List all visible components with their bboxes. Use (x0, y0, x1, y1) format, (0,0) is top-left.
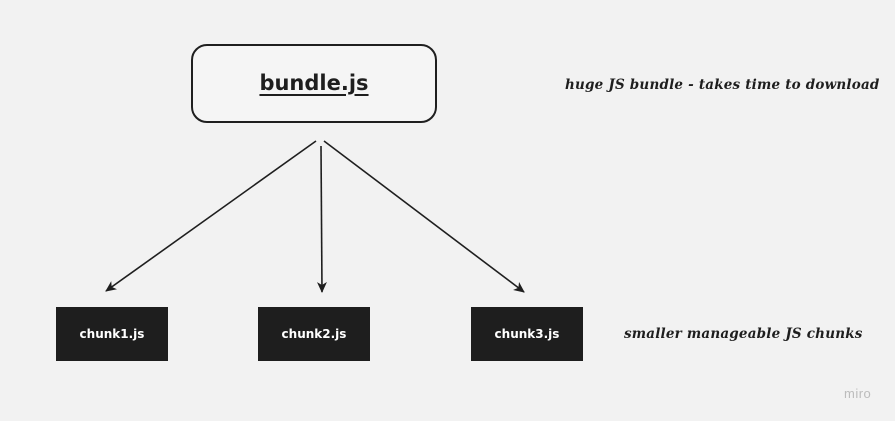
bundle-node[interactable]: bundle.js (191, 44, 437, 123)
arrow-to-chunk2 (316, 145, 327, 293)
chunk-node-1[interactable]: chunk1.js (56, 307, 168, 361)
bundle-label: bundle.js (259, 70, 369, 95)
chunk-label-3: chunk3.js (494, 327, 560, 341)
miro-watermark: miro (844, 386, 872, 401)
arrow-to-chunk1 (105, 140, 317, 292)
chunk-label-1: chunk1.js (79, 327, 145, 341)
chunk-node-3[interactable]: chunk3.js (471, 307, 583, 361)
chunk-label-2: chunk2.js (281, 327, 347, 341)
chunks-annotation: smaller manageable JS chunks (624, 326, 863, 342)
chunk-node-2[interactable]: chunk2.js (258, 307, 370, 361)
bundle-annotation: huge JS bundle - takes time to download (565, 77, 880, 93)
arrow-to-chunk3 (323, 140, 525, 293)
